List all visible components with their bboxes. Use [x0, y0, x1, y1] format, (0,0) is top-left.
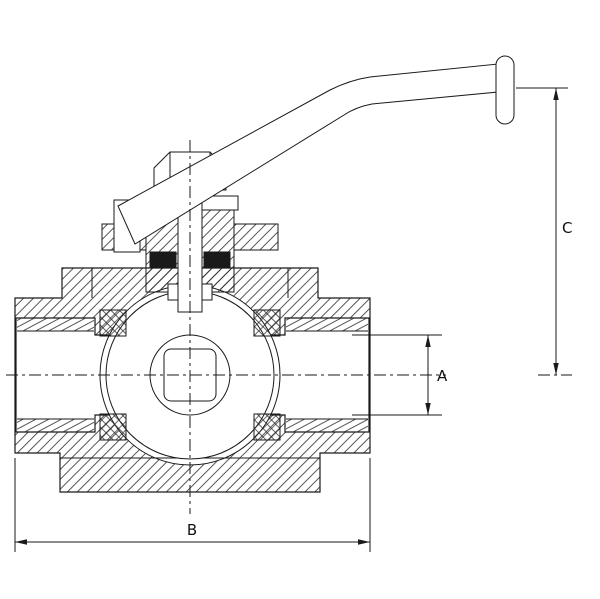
dimension-c-label: C [562, 219, 572, 237]
bonnet-flange-tab-right [233, 223, 279, 251]
packing-seal-left [149, 251, 177, 269]
dimension-c-arrow-top [553, 88, 559, 100]
dimension-b [14, 458, 371, 552]
packing-seal-right [203, 251, 231, 269]
seat-ring-left-bottom [99, 413, 127, 441]
bonnet-right [201, 207, 235, 293]
seat-ring-right-top [253, 309, 281, 337]
right-port-threads [286, 318, 368, 432]
bonnet-flange-bolt-lines [91, 268, 289, 298]
seat-ring-right-bottom [253, 413, 281, 441]
dimension-b-extension-lines [14, 458, 371, 552]
dimension-a-arrow-bottom [425, 403, 431, 415]
dimension-c [516, 87, 568, 375]
seat-ring-left-top [99, 309, 127, 337]
dimension-c-arrow-bottom [553, 363, 559, 375]
dimension-b-label: B [187, 521, 197, 539]
dimension-a [352, 334, 442, 416]
handle-grip [495, 55, 515, 125]
left-port-threads [17, 318, 94, 432]
dimension-a-label: A [437, 367, 448, 385]
dimension-a-extension-lines [352, 334, 442, 416]
dimension-b-arrow-left [15, 539, 27, 545]
dimension-b-arrow-right [358, 539, 370, 545]
dimension-a-arrow-top [425, 335, 431, 347]
